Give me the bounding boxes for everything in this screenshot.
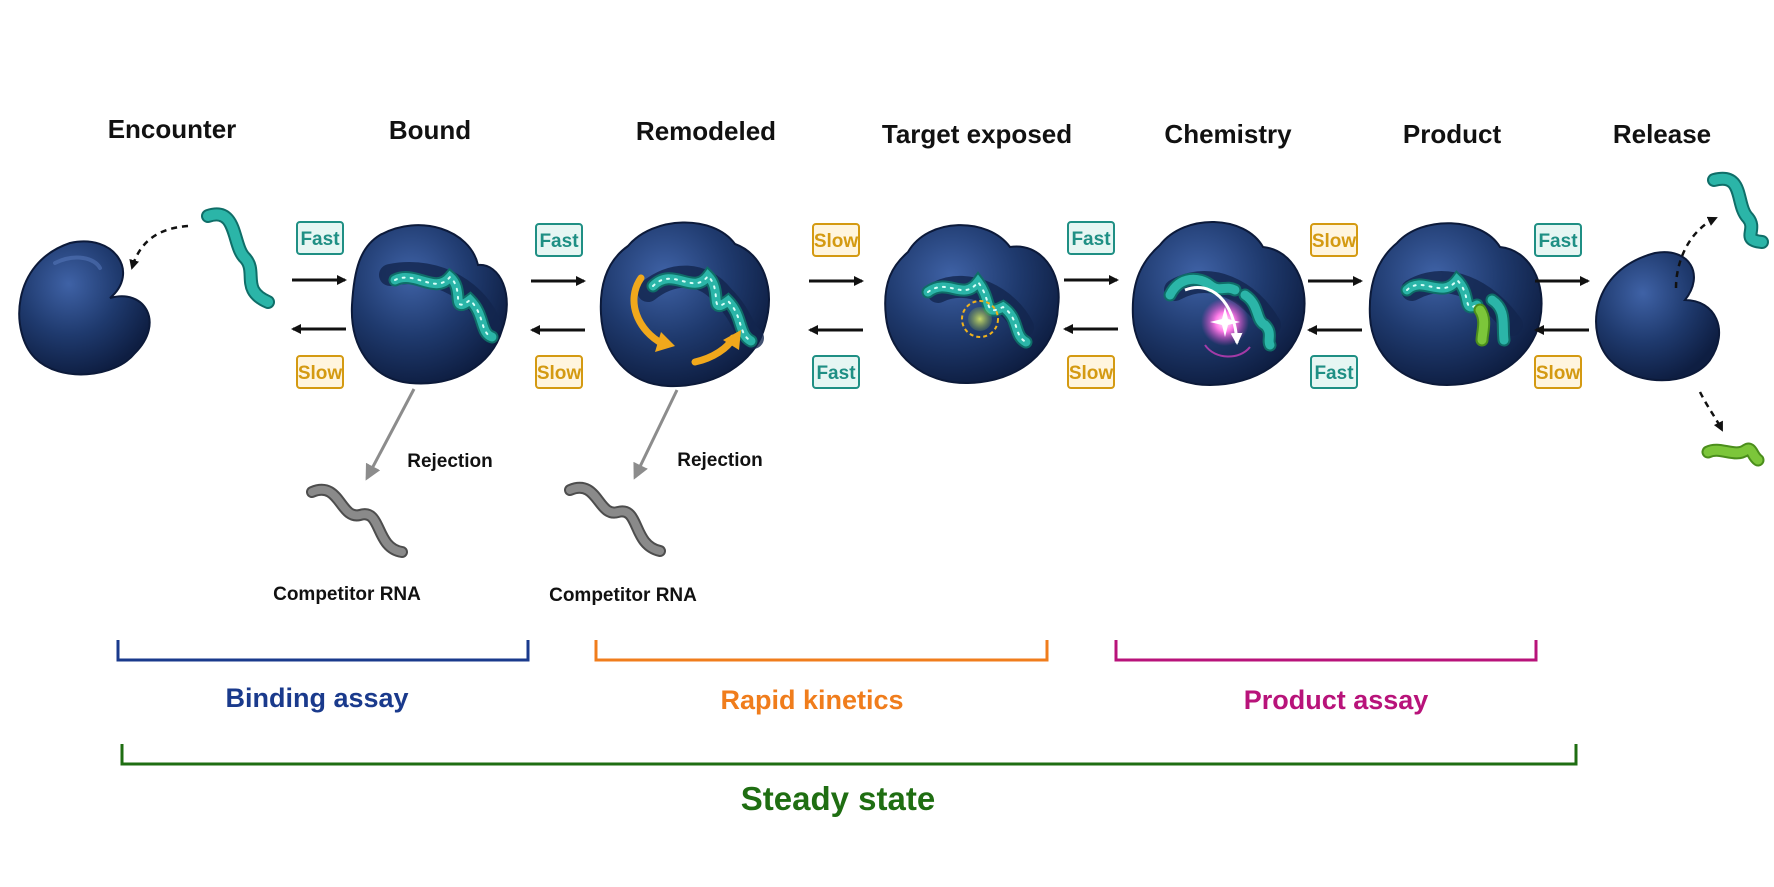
rejection-label: Rejection	[407, 451, 493, 472]
state-title-encounter: Encounter	[108, 114, 237, 144]
enzyme-icon	[599, 221, 770, 388]
rate-label: Slow	[537, 363, 582, 384]
remodel-arrow-icon	[630, 274, 667, 348]
rate-label: Fast	[1538, 231, 1578, 252]
state-title-bound: Bound	[389, 115, 471, 145]
rate-label: Slow	[1536, 363, 1581, 384]
binding-assay-label: Binding assay	[225, 683, 408, 713]
rna-strand-icon	[1707, 171, 1769, 249]
state-title-release: Release	[1613, 119, 1711, 149]
competitor-rna-icon	[564, 481, 666, 557]
competitor-rna-icon	[306, 483, 408, 558]
rate-badge-forward: Fast	[296, 221, 344, 255]
rate-badge-forward: Slow	[812, 223, 860, 257]
rate-badge-reverse: Fast	[812, 355, 860, 389]
rate-label: Slow	[814, 231, 859, 252]
state-title-product: Product	[1403, 119, 1502, 149]
rate-badge-reverse: Slow	[1534, 355, 1582, 389]
rna-strand-icon	[201, 207, 275, 309]
rate-badge-forward: Fast	[1067, 221, 1115, 255]
product-assay-bracket	[1114, 640, 1538, 662]
rate-badge-forward: Slow	[1310, 223, 1358, 257]
enzyme-icon	[1368, 222, 1543, 387]
steady-state-label: Steady state	[741, 780, 935, 817]
rate-label: Fast	[1071, 229, 1111, 250]
binding-assay-bracket	[116, 640, 530, 662]
rate-badge-forward: Fast	[535, 223, 583, 257]
rejection-arrow	[633, 389, 679, 480]
transition-arrows	[291, 275, 1590, 335]
rejection-arrow	[365, 388, 416, 481]
rate-label: Slow	[1312, 231, 1357, 252]
enzyme-icon	[884, 224, 1060, 385]
rate-badge-reverse: Fast	[1310, 355, 1358, 389]
product-release-arrow	[1698, 391, 1724, 432]
enzyme-icon	[1131, 221, 1306, 387]
rate-badge-reverse: Slow	[1067, 355, 1115, 389]
binding-approach-arrow	[129, 224, 189, 270]
rejection-label: Rejection	[677, 450, 763, 471]
rate-badge-reverse: Slow	[296, 355, 344, 389]
state-title-chemistry: Chemistry	[1164, 119, 1292, 149]
competitor-rna-label: Competitor RNA	[273, 584, 421, 605]
rapid-kinetics-bracket	[594, 640, 1049, 662]
rate-badge-reverse: Slow	[535, 355, 583, 389]
enzyme-icon	[18, 240, 151, 376]
product-assay-label: Product assay	[1244, 685, 1429, 715]
rate-label: Fast	[1314, 363, 1354, 384]
enzyme-icon	[1595, 251, 1721, 382]
rate-label: Fast	[816, 363, 856, 384]
rate-label: Slow	[1069, 363, 1114, 384]
rate-label: Slow	[298, 363, 343, 384]
rate-label: Fast	[539, 231, 579, 252]
product-rna-icon	[1701, 442, 1765, 467]
state-title-remodeled: Remodeled	[636, 116, 776, 146]
rate-badge-forward: Fast	[1534, 223, 1582, 257]
enzyme-icon	[350, 224, 508, 385]
state-title-target-exposed: Target exposed	[882, 119, 1072, 149]
rapid-kinetics-label: Rapid kinetics	[720, 685, 903, 715]
rate-label: Fast	[300, 229, 340, 250]
target-site-glow-icon	[968, 307, 992, 331]
competitor-rna-label: Competitor RNA	[549, 585, 697, 606]
steady-state-bracket	[120, 744, 1578, 766]
